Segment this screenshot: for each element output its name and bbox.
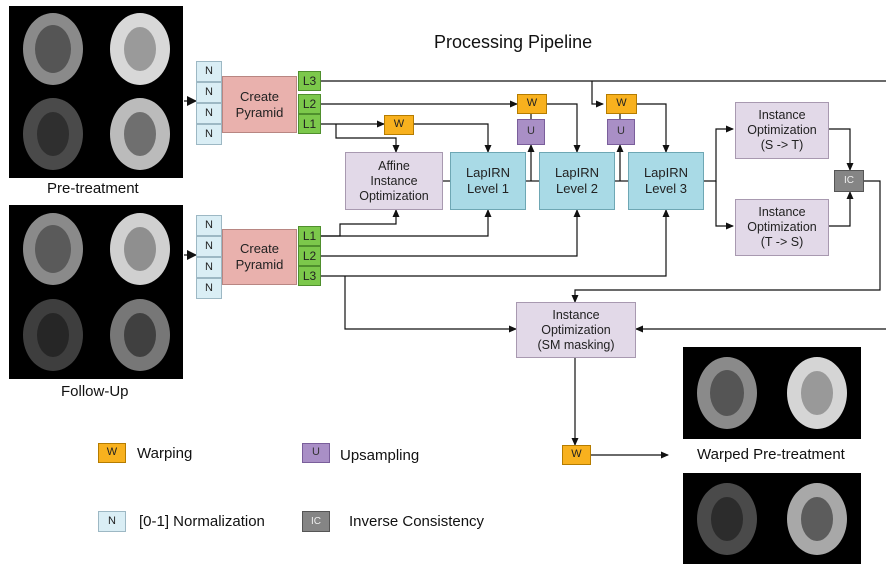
legend-warping-label: Warping bbox=[137, 445, 193, 462]
instance-optimization-sm-masking: Instance Optimization (SM masking) bbox=[516, 302, 636, 358]
instance-optimization-s-to-t: Instance Optimization (S -> T) bbox=[735, 102, 829, 159]
follow-up-scans bbox=[9, 205, 183, 379]
level-3-bottom: L3 bbox=[298, 266, 321, 286]
legend-inverse-label: Inverse Consistency bbox=[349, 513, 485, 530]
affine-instance-optimization: Affine Instance Optimization bbox=[345, 152, 443, 210]
normalize-box: N bbox=[196, 215, 222, 236]
lapirn-level-2: LapIRN Level 2 bbox=[539, 152, 615, 210]
follow-up-label: Follow-Up bbox=[61, 383, 129, 400]
upsample-box-1: U bbox=[517, 119, 545, 145]
legend-warp-swatch: W bbox=[98, 443, 126, 463]
normalize-box: N bbox=[196, 82, 222, 103]
warp-box-2: W bbox=[517, 94, 547, 114]
brain-scan-icon bbox=[23, 13, 170, 170]
instance-optimization-t-to-s: Instance Optimization (T -> S) bbox=[735, 199, 829, 256]
level-2-bottom: L2 bbox=[298, 246, 321, 266]
warped-scan-bottom bbox=[683, 473, 861, 564]
legend-upsample-swatch: U bbox=[302, 443, 330, 463]
lapirn-level-1: LapIRN Level 1 bbox=[450, 152, 526, 210]
upsample-box-2: U bbox=[607, 119, 635, 145]
warped-scan-top bbox=[683, 347, 861, 439]
level-2-top: L2 bbox=[298, 94, 321, 114]
brain-scan-icon bbox=[697, 357, 847, 429]
normalize-box: N bbox=[196, 124, 222, 145]
legend-normalize-swatch: N bbox=[98, 511, 126, 532]
lapirn-level-3: LapIRN Level 3 bbox=[628, 152, 704, 210]
normalize-box: N bbox=[196, 103, 222, 124]
legend-normalization-label: [0-1] Normalization bbox=[139, 513, 265, 530]
diagram-title: Processing Pipeline bbox=[434, 32, 593, 52]
create-pyramid-top: Create Pyramid bbox=[222, 76, 297, 133]
pre-treatment-scans bbox=[9, 6, 183, 178]
warp-box-final: W bbox=[562, 445, 591, 465]
warped-pre-treatment-label: Warped Pre-treatment bbox=[697, 446, 845, 463]
pre-treatment-label: Pre-treatment bbox=[47, 180, 139, 197]
level-1-bottom: L1 bbox=[298, 226, 321, 246]
warp-box-1: W bbox=[384, 115, 414, 135]
normalize-box: N bbox=[196, 257, 222, 278]
warp-box-3: W bbox=[606, 94, 637, 114]
brain-scan-icon bbox=[697, 483, 847, 555]
normalize-box: N bbox=[196, 278, 222, 299]
create-pyramid-bottom: Create Pyramid bbox=[222, 229, 297, 285]
normalize-box: N bbox=[196, 61, 222, 82]
level-1-top: L1 bbox=[298, 114, 321, 134]
legend-inverse-swatch: IC bbox=[302, 511, 330, 532]
inverse-consistency-box: IC bbox=[834, 170, 864, 192]
legend-upsampling-label: Upsampling bbox=[340, 447, 420, 464]
level-3-top: L3 bbox=[298, 71, 321, 91]
brain-scan-icon bbox=[23, 213, 170, 371]
normalize-box: N bbox=[196, 236, 222, 257]
